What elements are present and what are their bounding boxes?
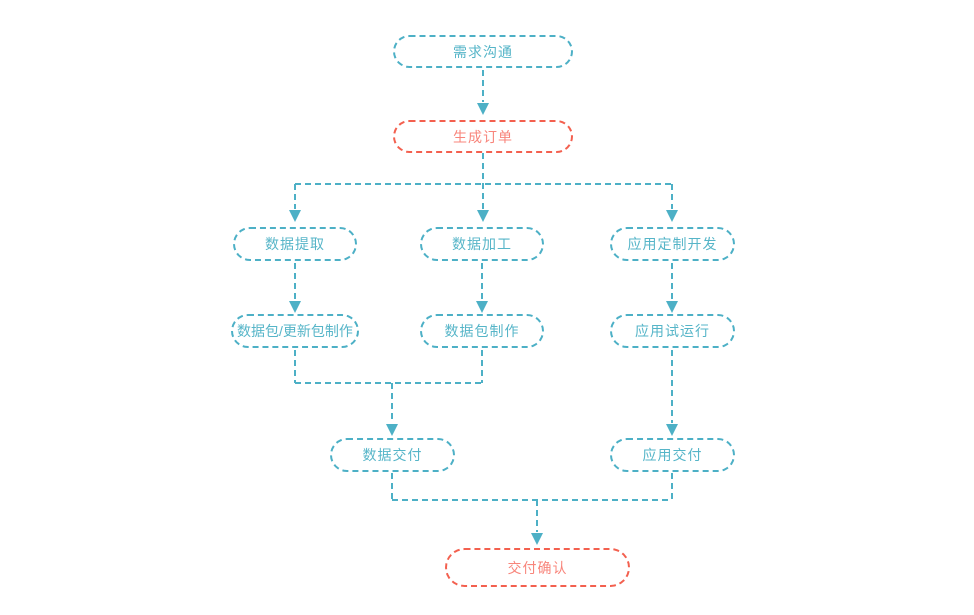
arrowhead-icon xyxy=(289,210,301,222)
arrowhead-icon xyxy=(476,301,488,313)
arrowhead-icon xyxy=(531,533,543,545)
node-label: 应用交付 xyxy=(642,447,703,463)
node-label: 数据包制作 xyxy=(444,323,520,339)
node-data-extraction: 数据提取 xyxy=(233,227,357,261)
connector-delivery-merge xyxy=(391,473,673,532)
node-label: 数据提取 xyxy=(265,236,325,252)
node-data-processing: 数据加工 xyxy=(420,227,544,261)
arrowhead-icon xyxy=(666,301,678,313)
node-data-delivery: 数据交付 xyxy=(330,438,455,472)
node-label: 数据包/更新包制作 xyxy=(237,323,353,339)
arrowhead-icon xyxy=(386,424,398,436)
arrowhead-icon xyxy=(666,210,678,222)
arrowhead-icon xyxy=(477,210,489,222)
node-data-package-creation: 数据包制作 xyxy=(420,314,544,348)
arrowhead-icon xyxy=(666,424,678,436)
node-label: 数据交付 xyxy=(362,447,423,463)
arrowhead-icon xyxy=(477,103,489,115)
node-app-delivery: 应用交付 xyxy=(610,438,735,472)
node-label: 生成订单 xyxy=(453,128,513,145)
arrowheads xyxy=(289,103,678,545)
node-label: 应用定制开发 xyxy=(627,236,718,252)
node-app-trial-run: 应用试运行 xyxy=(610,314,735,348)
connector-order-branch xyxy=(294,153,673,209)
node-demand-communication: 需求沟通 xyxy=(393,35,573,68)
node-app-custom-development: 应用定制开发 xyxy=(610,227,735,261)
node-generate-order: 生成订单 xyxy=(393,120,573,153)
node-label: 交付确认 xyxy=(507,559,568,576)
connector-package-merge xyxy=(294,350,483,423)
node-delivery-confirmation: 交付确认 xyxy=(445,548,630,587)
node-label: 数据加工 xyxy=(452,236,512,252)
node-label: 需求沟通 xyxy=(453,43,513,60)
node-label: 应用试运行 xyxy=(635,323,710,339)
arrowhead-icon xyxy=(289,301,301,313)
node-data-package-update-package-creation: 数据包/更新包制作 xyxy=(231,314,359,348)
